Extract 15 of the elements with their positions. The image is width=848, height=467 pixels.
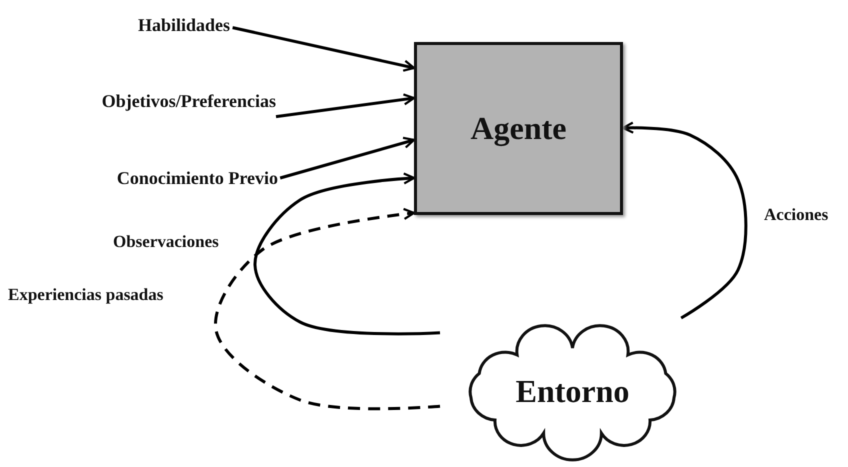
arrow bbox=[254, 172, 440, 336]
input-label: Habilidades bbox=[100, 12, 230, 38]
input-label: Conocimiento Previo bbox=[62, 165, 278, 191]
input-label: Objetivos/Preferencias bbox=[46, 88, 276, 114]
edge-label: Acciones bbox=[764, 205, 828, 225]
arrow bbox=[280, 136, 416, 180]
edge-label: Observaciones bbox=[113, 232, 219, 252]
process-box bbox=[414, 42, 623, 215]
edge-label: Experiencias pasadas bbox=[8, 285, 164, 305]
arrow bbox=[232, 26, 416, 72]
node-label: Entorno bbox=[516, 373, 630, 410]
arrow bbox=[214, 208, 440, 410]
arrow bbox=[276, 93, 416, 118]
node-label: Agente bbox=[470, 110, 566, 147]
arrow bbox=[622, 122, 748, 320]
